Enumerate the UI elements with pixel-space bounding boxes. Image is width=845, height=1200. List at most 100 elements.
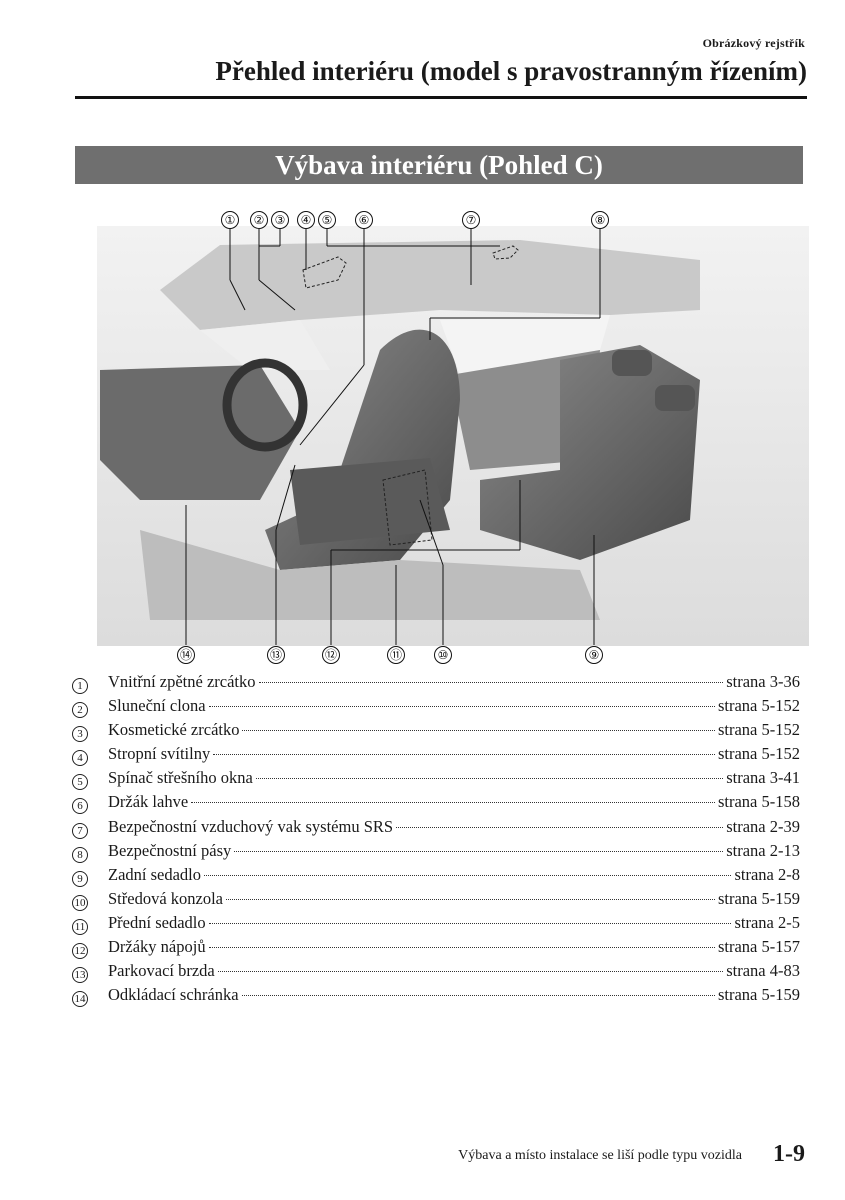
legend-item: 12 Držáky nápojů strana 5-157	[72, 937, 800, 961]
leader-dots	[208, 922, 732, 924]
page-reference: strana 2-5	[734, 912, 800, 932]
leader-dots	[234, 850, 724, 852]
svg-text:②: ②	[254, 213, 265, 227]
legend-label: Zadní sedadlo	[108, 864, 202, 884]
legend-label: Držák lahve	[108, 792, 189, 812]
legend-number: 12	[72, 943, 88, 960]
floor	[140, 530, 600, 620]
callout-4: ④	[297, 211, 315, 229]
page-reference: strana 2-8	[734, 864, 800, 884]
legend-item: 9 Zadní sedadlo strana 2-8	[72, 865, 800, 889]
roof-headliner	[160, 240, 700, 330]
callout-5: ⑤	[318, 211, 336, 229]
callout-12: ⑫	[322, 646, 340, 664]
leader-dots	[226, 898, 715, 900]
legend-item: 7 Bezpečnostní vzduchový vak systému SRS s…	[72, 817, 800, 841]
leader-dots	[191, 802, 715, 804]
page-reference: strana 5-152	[717, 720, 800, 740]
title-divider	[75, 96, 807, 99]
section-title: Výbava interiéru (Pohled C)	[275, 149, 603, 180]
callout-1: ①	[221, 211, 239, 229]
legend-number: 4	[72, 750, 88, 767]
svg-text:⑬: ⑬	[270, 648, 282, 662]
callout-8: ⑧	[591, 211, 609, 229]
legend-number: 2	[72, 702, 88, 719]
page-reference: strana 4-83	[726, 961, 800, 981]
steering-wheel	[222, 358, 308, 452]
interior-illustration: ① ② ③ ④ ⑤ ⑥ ⑦ ⑧ ⑭ ⑬ ⑫ ⑪ ⑩ ⑨	[0, 200, 845, 670]
page-reference: strana 5-159	[717, 985, 800, 1005]
callout-9: ⑨	[585, 646, 603, 664]
section-title-band: Výbava interiéru (Pohled C)	[75, 146, 803, 184]
windshield	[200, 320, 330, 370]
page-reference: strana 5-152	[717, 696, 800, 716]
legend-label: Středová konzola	[108, 888, 224, 908]
legend-number: 13	[72, 967, 88, 984]
svg-text:①: ①	[225, 213, 236, 227]
callout-7: ⑦	[462, 211, 480, 229]
leader-dots	[208, 947, 715, 949]
callout-3: ③	[271, 211, 289, 229]
sunroof-dashed-outline	[492, 245, 519, 260]
page-number: 1-9	[773, 1141, 805, 1167]
leader-dots	[255, 778, 724, 780]
legend-number: 10	[72, 894, 88, 911]
legend-label: Spínač střešního okna	[108, 768, 253, 788]
legend-number: 5	[72, 774, 88, 791]
svg-text:⑦: ⑦	[466, 213, 477, 227]
page-reference: strana 3-41	[726, 768, 800, 788]
legend-item: 10 Středová konzola strana 5-159	[72, 889, 800, 913]
legend-label: Držáky nápojů	[108, 937, 206, 957]
leader-dots	[258, 682, 724, 683]
legend-number: 1	[72, 678, 88, 694]
leader-lines	[185, 229, 601, 645]
legend-number: 14	[72, 991, 88, 1008]
legend-number: 8	[72, 846, 88, 863]
callout-11: ⑪	[387, 646, 405, 664]
callout-6: ⑥	[355, 211, 373, 229]
legend-label: Vnitřní zpětné zrcátko	[108, 672, 256, 691]
legend-number: 6	[72, 798, 88, 815]
svg-text:③: ③	[275, 213, 286, 227]
legend-number: 9	[72, 870, 88, 887]
legend-label: Kosmetické zrcátko	[108, 720, 240, 740]
page-reference: strana 5-158	[717, 792, 800, 812]
leader-dots	[208, 706, 715, 708]
svg-text:⑧: ⑧	[595, 213, 606, 227]
svg-text:⑥: ⑥	[359, 213, 370, 227]
page-reference: strana 3-36	[726, 672, 800, 691]
callout-10: ⑩	[434, 646, 452, 664]
leader-dots	[204, 874, 732, 876]
legend-label: Parkovací brzda	[108, 961, 215, 981]
page-reference: strana 2-39	[726, 816, 800, 836]
callout-2: ②	[250, 211, 268, 229]
svg-text:⑫: ⑫	[325, 648, 337, 662]
rear-window	[440, 315, 610, 375]
center-console	[290, 458, 450, 545]
legend-number: 11	[72, 918, 88, 935]
page-reference: strana 5-152	[717, 744, 800, 764]
svg-text:④: ④	[301, 213, 312, 227]
rear-headrest-2	[655, 385, 695, 411]
callout-14: ⑭	[177, 646, 195, 664]
page-reference: strana 5-159	[717, 888, 800, 908]
callout-13: ⑬	[267, 646, 285, 664]
page-reference: strana 2-13	[726, 840, 800, 860]
svg-text:⑩: ⑩	[438, 648, 449, 662]
legend-label: Bezpečnostní vzduchový vak systému SRS	[108, 816, 394, 836]
legend-item: 5 Spínač střešního okna strana 3-41	[72, 768, 800, 792]
legend-item: 1 Vnitřní zpětné zrcátko strana 3-36	[72, 672, 800, 696]
legend-number: 7	[72, 822, 88, 839]
legend-label: Stropní svítilny	[108, 744, 211, 764]
page-reference: strana 5-157	[717, 937, 800, 957]
svg-text:⑭: ⑭	[180, 648, 192, 662]
leader-dots	[217, 971, 724, 973]
dashboard	[100, 365, 300, 500]
rear-seat	[480, 345, 700, 560]
svg-text:⑨: ⑨	[589, 648, 600, 662]
